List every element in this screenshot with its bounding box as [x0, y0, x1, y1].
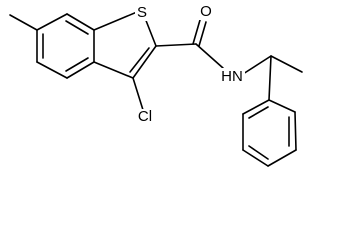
chlorine-atom-label: Cl — [138, 108, 152, 125]
bond-ring-carbonyl — [155, 43, 197, 47]
bond-thiophene-1 — [93, 11, 138, 31]
bond-ring-double-1 — [65, 20, 89, 35]
bond-ch-phenyl — [268, 55, 272, 101]
bond-phenyl-4 — [242, 149, 269, 167]
bond-carbonyl-n — [195, 43, 224, 69]
oxygen-label-bg — [199, 4, 213, 20]
atom-labels: S O HN Cl — [134, 3, 245, 126]
bond-thiophene-double — [129, 47, 150, 73]
bond-ring-double-3 — [65, 57, 89, 72]
amide-nh-label-bg — [219, 68, 245, 85]
oxygen-atom-label: O — [200, 3, 212, 20]
bond-phenyl-double-2 — [248, 145, 269, 160]
bond-n-ch — [242, 55, 272, 75]
bond-ring-5 — [36, 61, 68, 79]
bond-ch-methyl — [270, 55, 303, 73]
bond-phenyl-1 — [268, 99, 296, 113]
bond-phenyl-3 — [267, 149, 297, 167]
bond-phenyl-6 — [242, 99, 270, 115]
bond-phenyl-2 — [294, 111, 297, 151]
amide-nh-atom-label: HN — [221, 68, 243, 85]
bond-ring-4 — [66, 61, 95, 79]
bond-thiophene-2 — [144, 17, 157, 47]
sulfur-atom-label: S — [137, 4, 147, 21]
bond-ring-2 — [66, 13, 95, 31]
bond-c-o-2 — [198, 21, 207, 47]
bond-thiophene-4 — [93, 61, 134, 79]
bond-methyl-ring — [9, 14, 38, 31]
sulfur-label-bg — [135, 5, 149, 21]
bond-phenyl-double-3 — [248, 106, 269, 119]
chlorine-label-bg — [134, 109, 156, 126]
bond-ring-1 — [36, 13, 68, 31]
bond-thiophene-3 — [132, 45, 157, 79]
bond-group — [9, 11, 303, 167]
molecule-diagram: S O HN Cl — [9, 3, 303, 167]
bond-c-cl — [132, 77, 144, 111]
bond-c-o-1 — [192, 19, 201, 45]
